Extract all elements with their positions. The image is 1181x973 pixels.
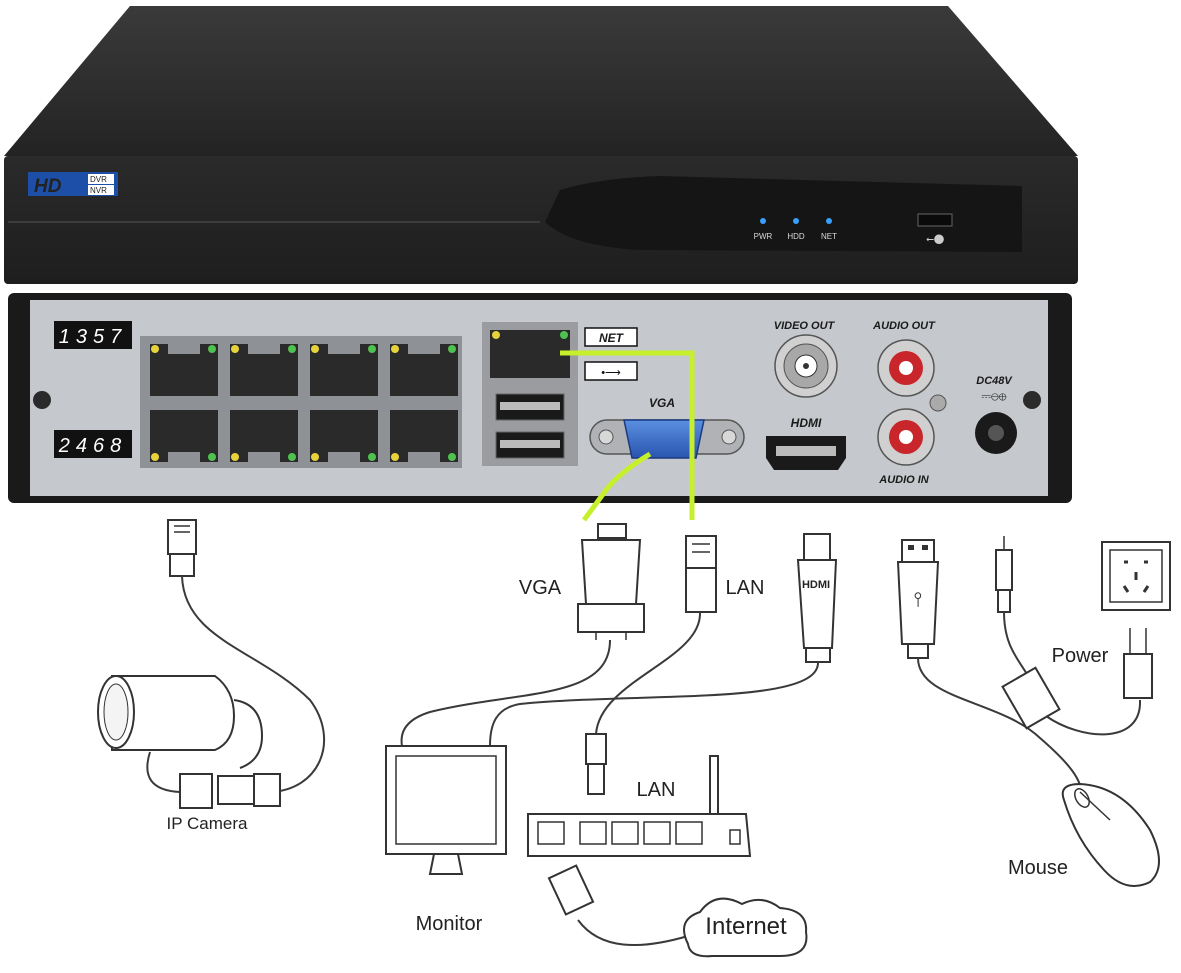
lan-plug-top: LAN (595, 535, 765, 735)
front-bezel (545, 176, 1022, 252)
dc-polarity-icon: ⎓⊖⊕ (981, 389, 1006, 403)
ports-top-numbers: 1357 (59, 326, 128, 348)
poe-port (310, 410, 378, 462)
poe-port (310, 344, 378, 396)
vga-plug: VGA (400, 523, 645, 747)
monitor-label: Monitor (416, 913, 483, 935)
net-rj45-port (490, 330, 570, 378)
video-out-port: VIDEO OUT (774, 320, 838, 398)
camera-rj45-jack (179, 773, 213, 809)
device-top (4, 6, 1078, 156)
logo-nvr: NVR (90, 186, 107, 195)
audio-out-label: AUDIO OUT (872, 320, 936, 332)
video-out-label: VIDEO OUT (774, 320, 836, 332)
internet-link: Internet (547, 864, 808, 958)
vga-port: VGA (589, 396, 745, 459)
logo-hd: HD (34, 176, 62, 197)
rear-panel: 1357 2468 NET •⟶ (8, 293, 1072, 503)
nvr-device: HD DVR NVR PWR HDD NET ⭠⬤ (4, 6, 1078, 284)
poe-port-block (140, 336, 462, 468)
ports-bottom-numbers: 2468 (58, 435, 128, 457)
mouse-label: Mouse (1008, 857, 1068, 879)
hdmi-plug: HDMI (489, 533, 838, 747)
lan-highlight-line (560, 350, 695, 520)
internet-label: Internet (705, 913, 787, 940)
led-label-net: NET (821, 232, 837, 241)
hdd-led-icon (793, 218, 799, 224)
vga-highlight-line (581, 451, 652, 522)
usb-icon: •⟶ (601, 367, 621, 379)
highlight-guides (560, 350, 695, 522)
ip-camera-cable (167, 519, 326, 793)
usb-icon: ⫯ (914, 589, 923, 611)
monitor: Monitor (385, 745, 507, 935)
audio-out-port: AUDIO OUT (872, 320, 936, 397)
usb-icon: ⭠⬤ (926, 234, 944, 245)
net-led-icon (826, 218, 832, 224)
vga-panel-label: VGA (649, 396, 675, 410)
poe-port (230, 344, 298, 396)
screw-icon (1023, 391, 1041, 409)
vga-label: VGA (519, 577, 562, 599)
logo-dvr: DVR (90, 175, 107, 184)
hdmi-panel-label: HDMI (791, 416, 822, 430)
ip-camera: IP Camera (97, 675, 281, 833)
front-usb-port (917, 213, 953, 227)
screw-icon (33, 391, 51, 409)
power-adapter: Power (995, 536, 1153, 736)
audio-in-port: AUDIO IN (877, 408, 935, 486)
router: LAN (527, 733, 752, 857)
led-label-pwr: PWR (754, 232, 773, 241)
pwr-led-icon (760, 218, 766, 224)
mouse: Mouse (1008, 782, 1160, 887)
poe-port (390, 410, 458, 462)
lan-top-label: LAN (726, 577, 765, 599)
hdmi-port: HDMI (766, 416, 846, 470)
mouse-usb-plug: ⫯ (896, 539, 1083, 797)
net-label: NET (599, 331, 625, 345)
poe-port (230, 410, 298, 462)
wall-socket (1101, 541, 1171, 611)
led-label-hdd: HDD (787, 232, 805, 241)
dc-label: DC48V (976, 375, 1013, 387)
camera-rj45-plug (217, 775, 255, 805)
audio-in-label: AUDIO IN (878, 474, 930, 486)
dc-power-port: DC48V ⎓⊖⊕ (975, 375, 1017, 454)
poe-port (150, 410, 218, 462)
poe-port (390, 344, 458, 396)
lan-router-label: LAN (637, 779, 676, 801)
hdmi-plug-label: HDMI (802, 579, 830, 591)
power-label: Power (1052, 645, 1109, 667)
poe-port (150, 344, 218, 396)
ground-screw-icon (929, 394, 947, 412)
ip-camera-label: IP Camera (167, 814, 248, 833)
hd-logo: HD DVR NVR (28, 172, 118, 197)
net-usb-block: NET •⟶ (482, 322, 638, 466)
